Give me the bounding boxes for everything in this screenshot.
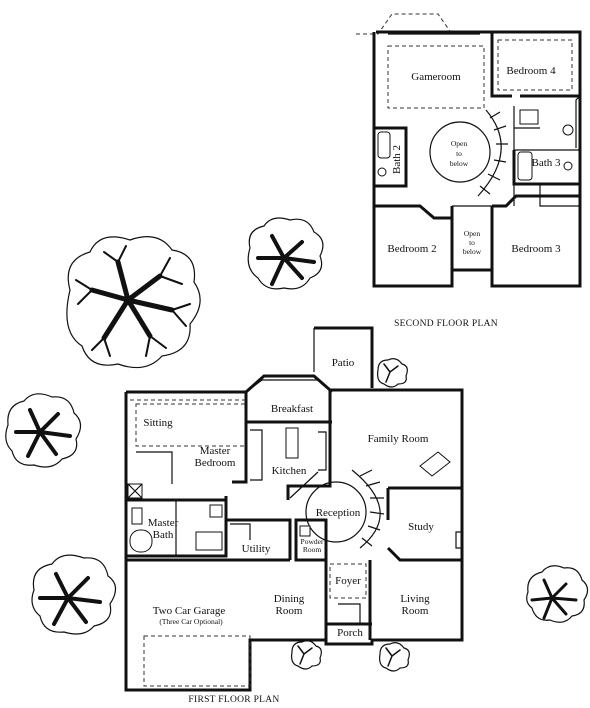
label-open-to-below-2b: to	[469, 238, 475, 247]
label-patio: Patio	[332, 357, 355, 369]
shrub-patio	[377, 358, 408, 388]
label-dining-room-line1: Dining	[274, 593, 305, 605]
label-open-to-below-1b: to	[456, 149, 462, 158]
title-first-floor-plan: FIRST FLOOR PLAN	[188, 695, 279, 705]
label-porch: Porch	[337, 627, 363, 639]
label-family-room: Family Room	[368, 433, 429, 445]
label-powder-room-line2: Room	[303, 545, 322, 554]
label-bedroom-4: Bedroom 4	[506, 65, 556, 77]
label-foyer: Foyer	[335, 575, 361, 587]
tree-bottom-right	[526, 565, 589, 623]
label-breakfast: Breakfast	[271, 403, 313, 415]
label-master-bedroom-line1: Master	[200, 445, 231, 457]
first-floor-plan	[124, 326, 464, 692]
label-reception: Reception	[316, 507, 361, 519]
tree-large-left	[66, 236, 201, 369]
label-open-to-below-2c: below	[463, 247, 482, 256]
label-bath-2: Bath 2	[391, 145, 403, 174]
label-garage-line1: Two Car Garage	[153, 605, 226, 617]
shrub-porch-left	[291, 640, 322, 670]
tree-bottom-left	[31, 554, 117, 635]
label-open-to-below-2a: Open	[464, 229, 480, 238]
label-living-room-line2: Room	[402, 605, 429, 617]
label-gameroom: Gameroom	[411, 71, 461, 83]
shrub-porch-right	[379, 642, 410, 672]
label-study: Study	[408, 521, 434, 533]
label-open-to-below-1a: Open	[451, 139, 467, 148]
label-master-bath-line2: Bath	[153, 529, 174, 541]
label-open-to-below-1c: below	[450, 159, 469, 168]
second-floor-plan	[356, 13, 582, 288]
label-garage-line2: (Three Car Optional)	[159, 617, 223, 626]
label-dining-room-line2: Room	[276, 605, 303, 617]
label-utility: Utility	[242, 543, 271, 555]
tree-medium-top	[247, 217, 324, 290]
title-second-floor-plan: SECOND FLOOR PLAN	[394, 319, 498, 329]
label-powder-room-line1: Powder	[301, 537, 324, 546]
label-living-room-line1: Living	[400, 593, 430, 605]
label-bath-3: Bath 3	[531, 157, 561, 169]
label-master-bath-line1: Master	[148, 517, 179, 529]
tree-left-middle	[5, 393, 82, 468]
label-bedroom-2: Bedroom 2	[387, 243, 436, 255]
label-master-bedroom-line2: Bedroom	[195, 457, 236, 469]
label-kitchen: Kitchen	[272, 465, 307, 477]
label-sitting: Sitting	[143, 417, 173, 429]
label-bedroom-3: Bedroom 3	[511, 243, 561, 255]
